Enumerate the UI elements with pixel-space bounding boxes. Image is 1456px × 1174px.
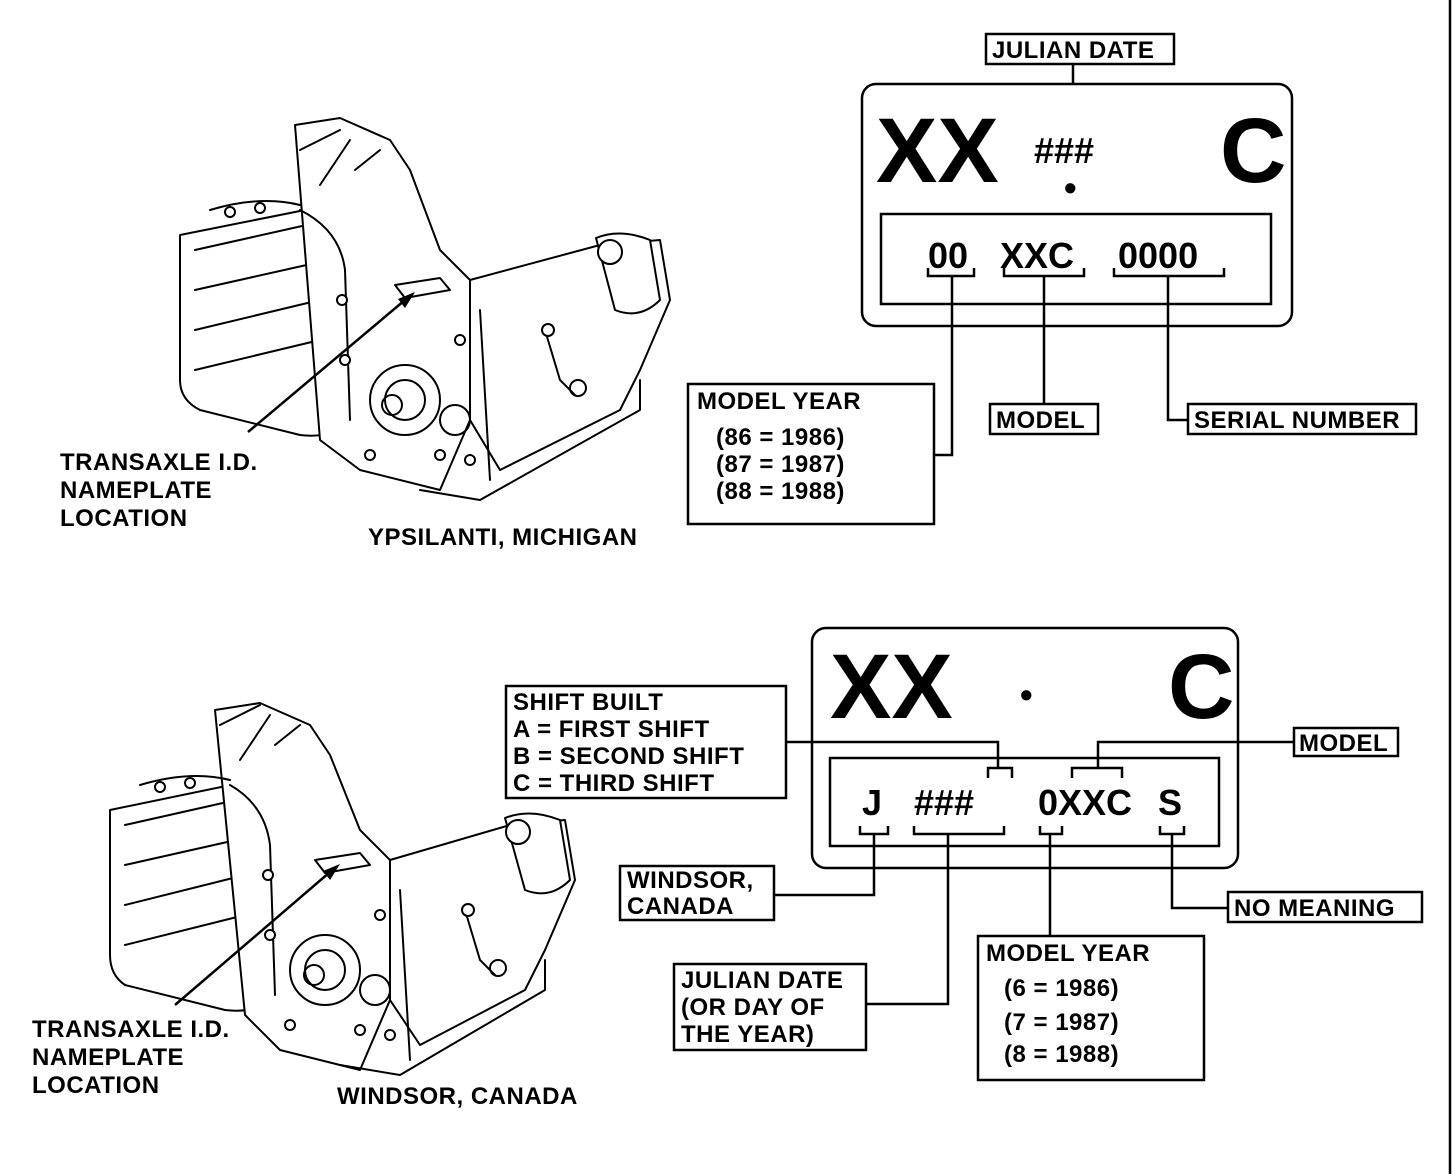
- nameplate-label-line-2: NAMEPLATE: [60, 477, 212, 504]
- plate-code-strip: [828, 756, 1221, 848]
- nameplate-pointer-arrow-bottom: [174, 871, 331, 1006]
- plate-year-code: 00: [928, 235, 968, 276]
- nameplate-label-line-1: TRANSAXLE I.D.: [60, 449, 258, 476]
- model-year-line-1: (86 = 1986): [716, 424, 845, 451]
- serial-number-label-box: [1186, 402, 1418, 436]
- shift-built-title: SHIFT BUILT: [513, 689, 663, 716]
- model-year-line-1: (6 = 1986): [1004, 975, 1119, 1002]
- arrowhead-icon: [398, 292, 415, 308]
- model-year-box-bottom: [976, 934, 1206, 1082]
- plate-plant-code: J: [862, 782, 882, 823]
- julian-date-label: JULIAN DATE: [992, 37, 1154, 64]
- model-year-line-2: (7 = 1987): [1004, 1009, 1119, 1036]
- plate-code-strip: [879, 212, 1273, 306]
- plate-suffix: C: [1220, 100, 1286, 202]
- plate-serial-code: 0000: [1118, 235, 1198, 276]
- shift-built-box: [504, 684, 788, 800]
- model-year-line-2: (87 = 1987): [716, 451, 845, 478]
- no-meaning-label-box: [1226, 890, 1424, 924]
- plate-suffix: C: [1168, 636, 1234, 738]
- location-caption-windsor: WINDSOR, CANADA: [337, 1083, 578, 1110]
- plate-model-code: 0XXC: [1038, 782, 1132, 823]
- nameplate-label-line-1: TRANSAXLE I.D.: [32, 1016, 230, 1043]
- model-label-box-top: [988, 402, 1100, 436]
- serial-number-label: SERIAL NUMBER: [1194, 407, 1400, 434]
- arrowhead-icon: [323, 864, 340, 880]
- plate-dot: •: [1020, 674, 1033, 715]
- julian-date-label-box: [984, 32, 1176, 66]
- model-label-bottom: MODEL: [1299, 730, 1388, 757]
- julian-date-line-1: JULIAN DATE: [681, 967, 843, 994]
- model-year-title: MODEL YEAR: [697, 388, 861, 415]
- windsor-line-2: CANADA: [627, 893, 734, 920]
- model-year-box-top: [686, 382, 936, 526]
- plate-julian-hashes: ###: [914, 782, 974, 823]
- julian-date-box-bottom: [672, 962, 868, 1052]
- windsor-line-1: WINDSOR,: [627, 867, 754, 894]
- model-year-title: MODEL YEAR: [986, 940, 1150, 967]
- plate-dot: •: [1064, 167, 1077, 208]
- shift-built-line-3: C = THIRD SHIFT: [513, 770, 715, 797]
- model-label-top: MODEL: [996, 407, 1085, 434]
- nameplate-label-line-3: LOCATION: [60, 505, 188, 532]
- nameplate-label-line-3: LOCATION: [32, 1072, 160, 1099]
- plate-prefix: XX: [830, 636, 953, 738]
- transaxle-illustration-windsor: [109, 702, 576, 1076]
- transaxle-illustration-ypsilanti: [179, 117, 671, 501]
- julian-date-line-3: THE YEAR): [681, 1021, 814, 1048]
- shift-built-line-2: B = SECOND SHIFT: [513, 743, 744, 770]
- nameplate-pointer-arrow-top: [247, 299, 406, 433]
- location-caption-ypsilanti: YPSILANTI, MICHIGAN: [368, 524, 638, 551]
- model-year-line-3: (8 = 1988): [1004, 1041, 1119, 1068]
- plate-s-code: S: [1158, 782, 1182, 823]
- plate-prefix: XX: [876, 100, 999, 202]
- plate-model-code: XXC: [1000, 235, 1074, 276]
- model-label-box-bottom: [1292, 726, 1400, 758]
- shift-built-line-1: A = FIRST SHIFT: [513, 716, 710, 743]
- windsor-box: [618, 864, 776, 922]
- no-meaning-label: NO MEANING: [1234, 895, 1395, 922]
- julian-date-line-2: (OR DAY OF: [681, 994, 825, 1021]
- nameplate-label-line-2: NAMEPLATE: [32, 1044, 184, 1071]
- plate-julian-hashes: ###: [1034, 130, 1094, 171]
- model-year-line-3: (88 = 1988): [716, 478, 845, 505]
